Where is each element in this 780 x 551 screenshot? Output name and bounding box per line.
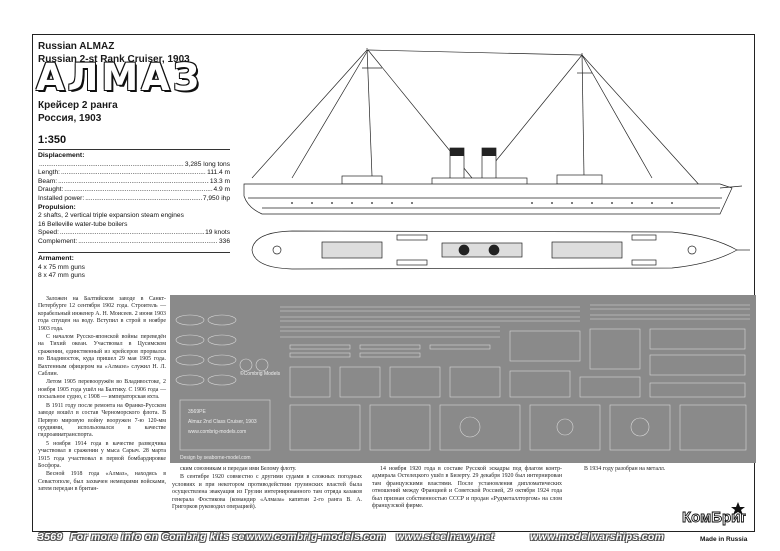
spec-row: Beam: 13.3 m [38,178,230,187]
history-paragraph: 14 ноября 1920 года в составе Русской эс… [372,466,562,510]
footer-info: For more info on Combrig kits see: [70,531,255,543]
subtitle-english: Russian 2-st Rank Cruiser, 1903 [38,54,190,65]
history-paragraph: В сентябре 1920 совместно с другими суда… [172,474,362,511]
made-in-label: Made in Russia [700,536,748,543]
history-paragraph: В 1911 году после ремонта на Франко-Русс… [38,402,166,439]
history-paragraph: 5 ноября 1914 года в качестве разведчика… [38,440,166,469]
star-icon [731,502,745,515]
length-value: 111.4 m [207,169,230,177]
history-paragraph: ским союзникам и передан ими Белому флот… [180,466,297,472]
pe-name: Almaz 2nd Class Cruiser, 1903 [188,419,257,425]
beam-label: Beam: [38,177,58,185]
history-column-3: 14 ноября 1920 года в составе Русской эс… [372,466,562,511]
pe-code: 3569PE [188,409,206,415]
displacement-value: 3,285 long tons [184,160,230,168]
ship-profile-drawing [243,47,743,215]
title-russian: АЛМАЗ [36,56,203,99]
pe-site: www.combrig-models.com [188,429,246,435]
photo-etch-sheet: 3569PE Almaz 2nd Class Cruiser, 1903 www… [170,295,756,463]
history-column-4: В 1934 году разобран на металл. [576,466,696,474]
power-label: Installed power: [38,194,85,202]
combrig-logo: КомБриг [682,502,746,526]
history-paragraph: Заложен на Балтийском заводе в Санкт-Пет… [38,296,166,332]
pe-designer: Design by seaborne-model.com [180,455,251,461]
draught-label: Draught: [38,186,64,194]
spec-row: Installed power: 7,950 ihp [38,195,230,204]
scale-label: 1:350 [38,134,67,146]
history-column-2: ским союзникам и передан ими Белому флот… [172,466,362,512]
logo-text: КомБриг [682,509,746,526]
length-label: Length: [38,169,60,177]
armament-label: Armament: [38,255,74,262]
link-combrig[interactable]: www.combrig-models.com [246,531,386,543]
draught-value: 4.9 m [213,186,231,194]
history-paragraph: В 1934 году разобран на металл. [584,466,666,472]
spec-row: Draught: 4.9 m [38,186,230,195]
subtitle-russian-1: Крейсер 2 ранга [38,100,118,111]
spec-row: Length: 111.4 m [38,169,230,178]
link-steelnavy[interactable]: www.steelnavy.net [396,531,495,543]
history-column-1: Заложен на Балтийском заводе в Санкт-Пет… [38,296,166,495]
complement-value: 336 [218,237,230,245]
complement-label: Complement: [38,237,78,245]
armament-block: Armament: 4 x 75 mm guns 8 x 47 mm guns [38,255,230,281]
kit-number: 3569 [38,531,63,543]
pe-brand: ©Combrig Models [240,370,281,377]
divider [38,149,230,150]
power-value: 7,950 ihp [202,194,230,202]
spec-row: Speed: 19 knots [38,229,230,238]
photo-etch-parts: 3569PE Almaz 2nd Class Cruiser, 1903 www… [175,304,750,461]
link-modelwarships[interactable]: www.modelwarships.com [530,531,665,543]
history-paragraph: Весной 1918 года «Алмаз», находясь в Сев… [38,471,166,493]
beam-value: 13.3 m [209,177,230,185]
propulsion-line-1: 2 shafts, 2 vertical triple expansion st… [38,212,184,220]
history-paragraph: Летом 1905 перевооружён во Владивостоке,… [38,379,166,401]
title-english: Russian ALMAZ [38,41,115,52]
spec-row: 3,285 long tons [38,161,230,170]
ship-plan-drawing [251,230,750,270]
armament-line-2: 8 x 47 mm guns [38,272,85,280]
drawing-frame [32,34,755,532]
speed-label: Speed: [38,229,59,237]
speed-value: 19 knots [205,229,230,237]
divider [38,252,230,253]
displacement-label: Displacement: [38,152,85,159]
subtitle-russian-2: Россия, 1903 [38,113,102,124]
armament-line-1: 4 x 75 mm guns [38,263,85,271]
history-paragraph: С началом Русско-японской войны переведё… [38,334,166,378]
spec-table: Displacement: 3,285 long tons Length: 111… [38,152,230,247]
spec-row: Complement: 336 [38,238,230,247]
propulsion-line-2: 16 Belleville water-tube boilers [38,220,128,228]
propulsion-label: Propulsion: [38,203,76,211]
